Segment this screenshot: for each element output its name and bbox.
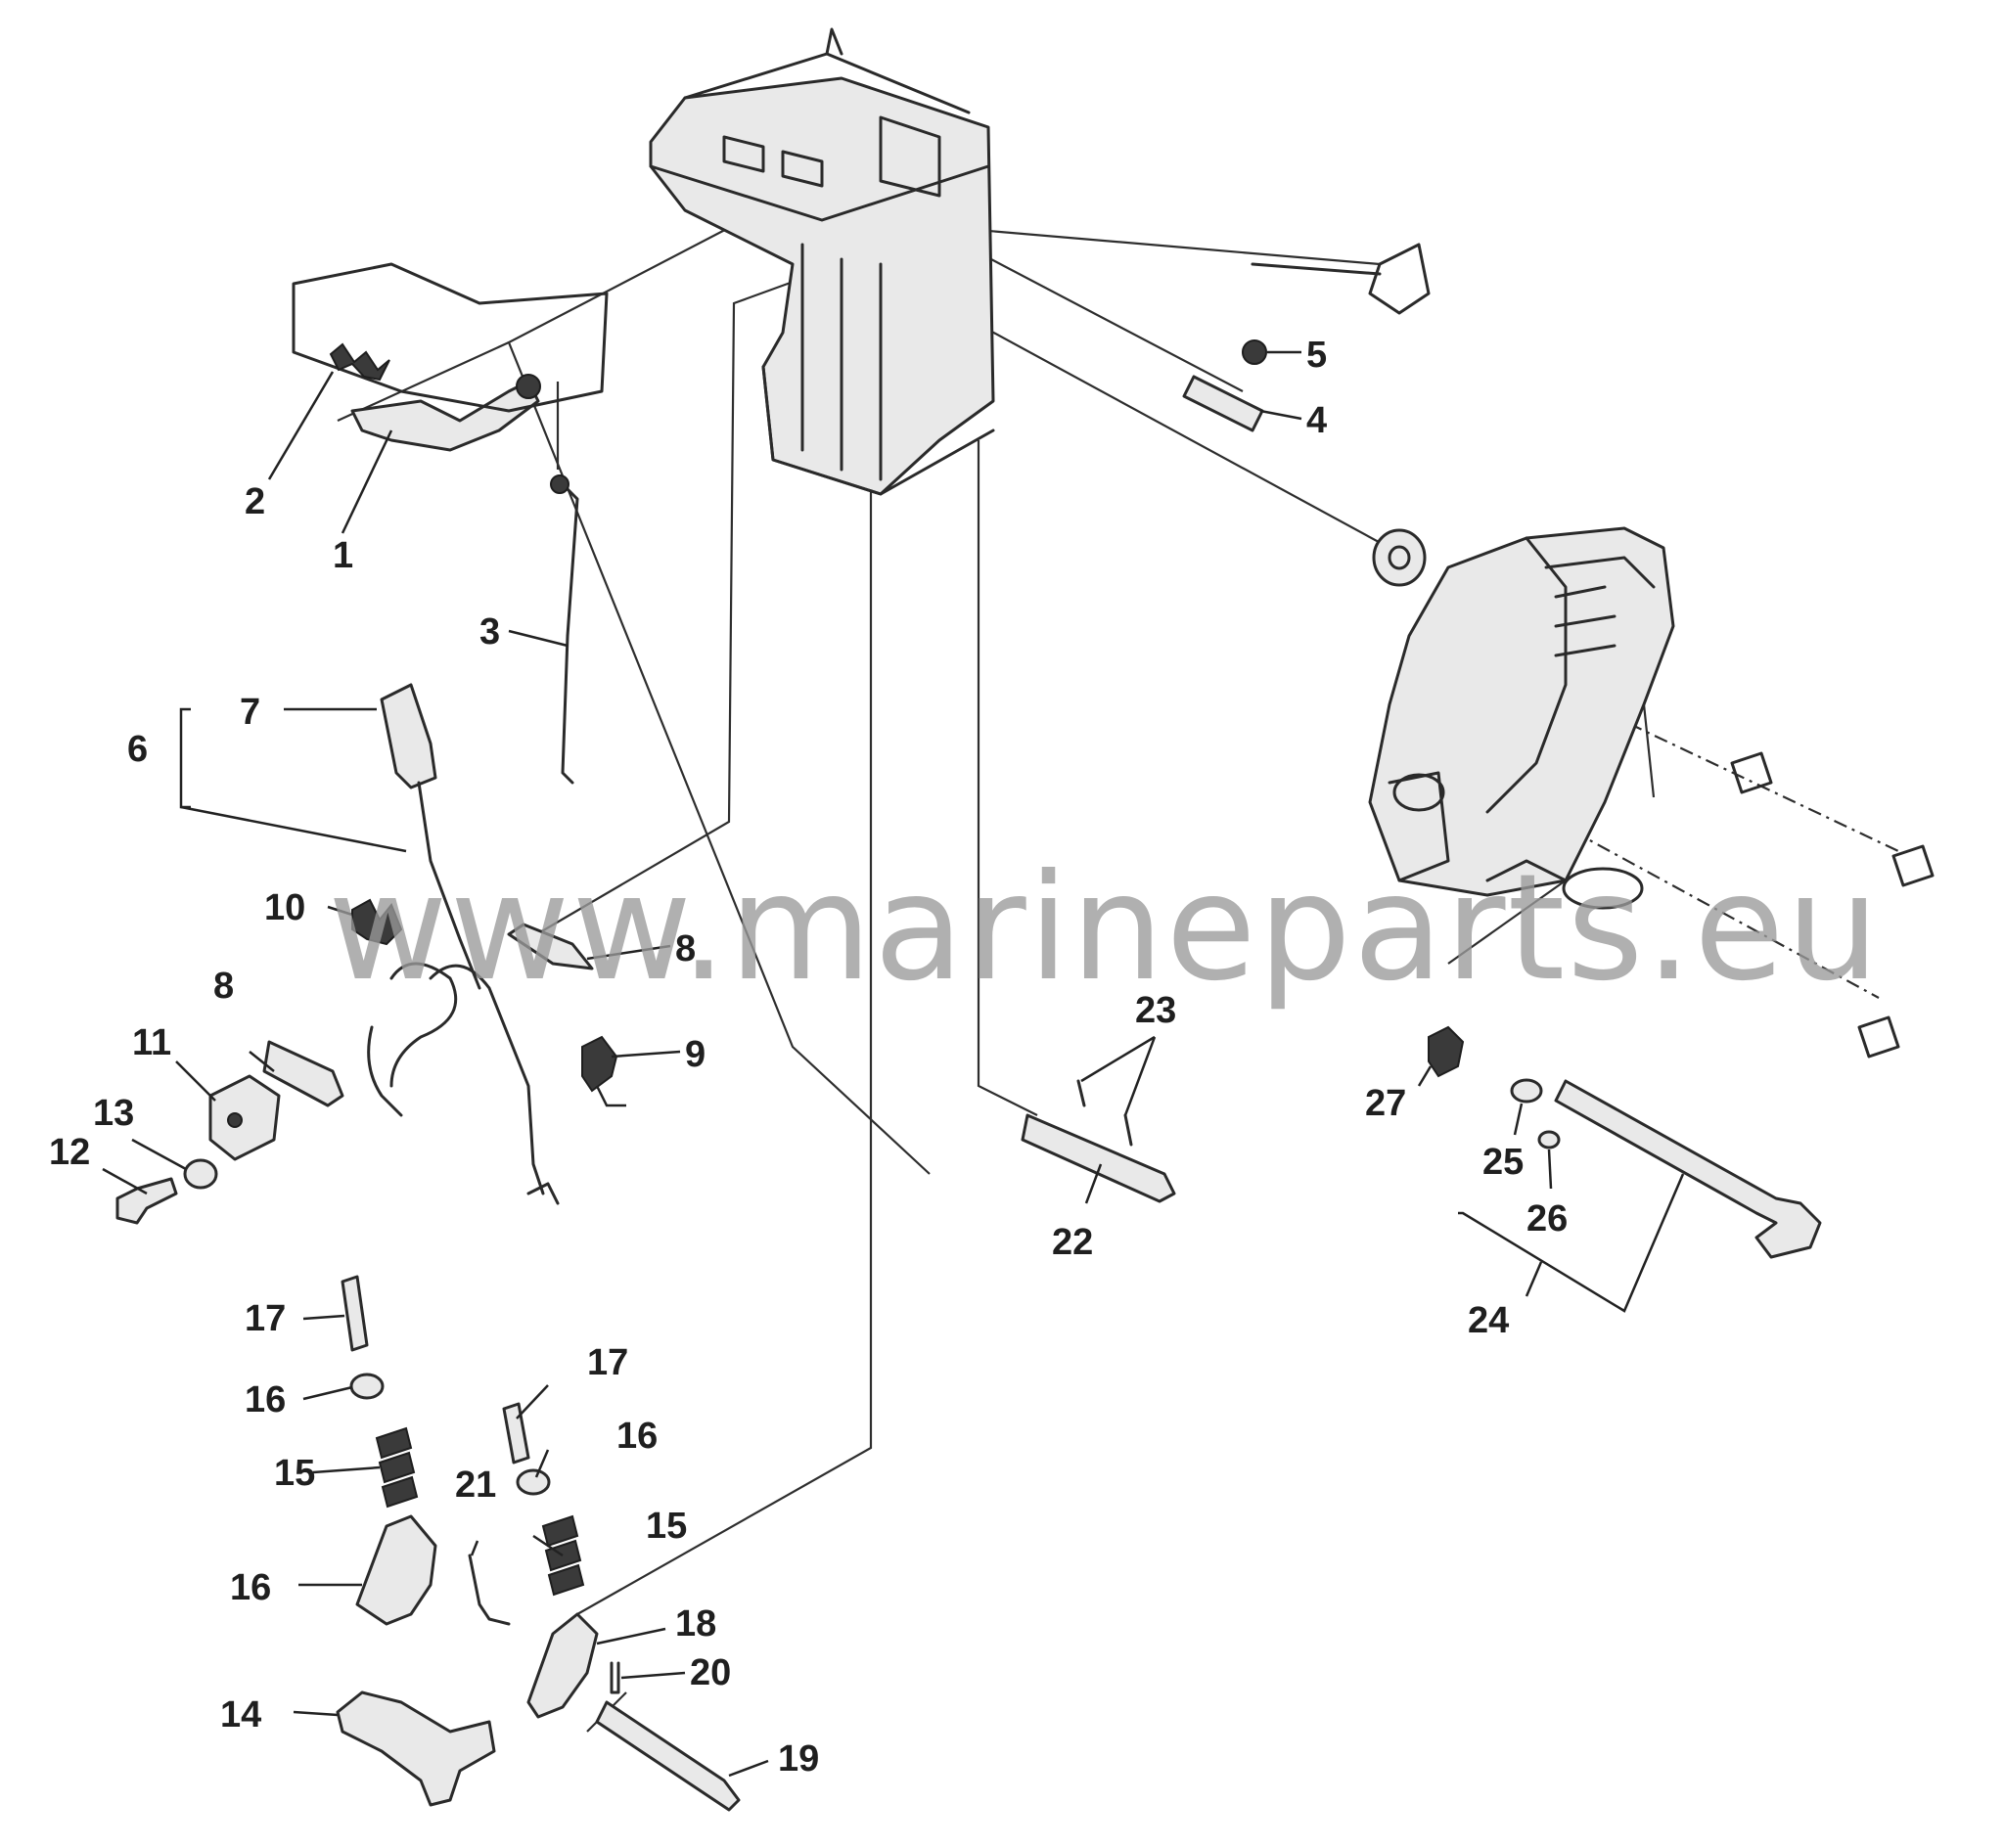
part-23-cotter-pin-b [1123,1113,1133,1147]
callout-7: 7 [240,692,260,733]
part-14-lever [336,1690,496,1807]
through-bolt-upper [1730,751,1935,887]
part-25-washer [1510,1078,1543,1104]
part-17-pin-left [341,1275,369,1352]
callout-27: 27 [1365,1083,1406,1124]
callout-16-right: 16 [616,1416,658,1457]
callout-17-right: 17 [587,1342,628,1383]
part-5-nut [1242,339,1267,365]
callout-8-upper: 8 [675,928,696,969]
part-15-spring-right [541,1514,585,1597]
callout-12: 12 [49,1132,90,1173]
stern-clamp-bracket [1368,526,1675,910]
part-1-stopper-plate [350,374,541,452]
callout-20: 20 [690,1652,731,1693]
clamp-screw-knob [1251,243,1431,315]
part-18-lever-right [526,1612,599,1719]
part-3-rod-end [550,474,569,494]
part-27-spring [1428,1025,1465,1078]
callout-9: 9 [685,1034,706,1075]
part-21-clip [468,1554,511,1626]
part-12-bolt [115,1177,178,1225]
callout-10: 10 [264,887,305,928]
part-19-pin [595,1700,741,1812]
callout-1: 1 [333,535,353,576]
part-10-spring [351,898,403,946]
callout-24: 24 [1468,1300,1509,1341]
part-13-washer [183,1158,218,1190]
watermark-text: www.marineparts.eu [328,843,1882,1014]
callout-18: 18 [675,1603,716,1645]
part-15-spring-left [375,1426,419,1509]
callout-21: 21 [455,1465,496,1506]
part-4-pin [1182,375,1264,432]
callout-11: 11 [132,1022,171,1063]
through-bolt-lower [1857,1015,1900,1059]
callout-23: 23 [1135,990,1176,1031]
part-16-washer-left [349,1373,385,1400]
callout-17-left: 17 [245,1298,286,1339]
callout-26: 26 [1526,1198,1568,1240]
callout-25: 25 [1482,1142,1524,1183]
part-26-washer [1537,1130,1561,1149]
part-20-cotter-pin [610,1661,620,1694]
callout-5: 5 [1306,335,1327,376]
part-22-shaft [1021,1113,1176,1203]
callout-15-right: 15 [646,1506,687,1547]
swivel-bracket [649,27,995,496]
part-11-block [208,1074,281,1161]
washer-thrust [1372,528,1427,587]
callout-2: 2 [245,481,265,522]
part-1-outline [292,262,609,413]
callout-16-left: 16 [245,1379,286,1420]
part-18-lever-left [355,1514,437,1626]
callout-19: 19 [778,1738,819,1780]
part-17-pin-right [502,1402,530,1465]
part-8-pin-upper [507,923,594,970]
part-9-spring [581,1035,618,1093]
callout-4: 4 [1306,400,1327,441]
part-23-cotter-pin-a [1076,1079,1086,1107]
part-6-tilt-lever [367,683,560,1205]
callout-15-left: 15 [274,1453,315,1494]
leader-lines [102,350,1685,1778]
callout-13: 13 [93,1093,134,1134]
callout-labels: 1 2 3 4 5 6 7 8 8 9 10 11 12 13 14 15 15… [49,335,1568,1780]
part-3-rod [556,477,579,785]
part-8-pin-lower [262,1040,344,1107]
callout-3: 3 [479,611,500,653]
part-2-spring [329,342,390,382]
part-16-washer-right [516,1468,551,1496]
callout-6: 6 [127,729,148,770]
callout-8-lower: 8 [213,966,234,1007]
callout-22: 22 [1052,1222,1093,1263]
callout-14: 14 [220,1694,261,1735]
callout-16-lower: 16 [230,1567,271,1608]
part-24-tilt-pin [1554,1079,1822,1259]
